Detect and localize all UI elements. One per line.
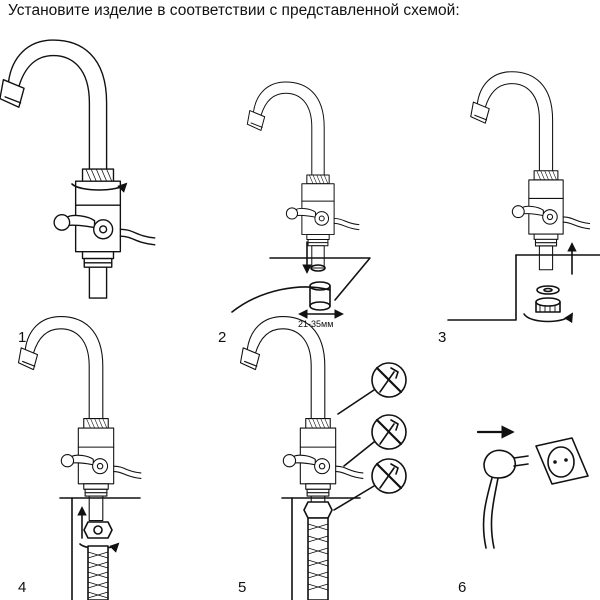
step-5: 5 <box>238 316 407 600</box>
step-6-number: 6 <box>458 579 466 596</box>
plug-icon <box>482 449 529 549</box>
instruction-title: Установите изделие в соответствии с пред… <box>8 2 460 19</box>
step-1: 1 <box>0 39 156 346</box>
step-5-number: 5 <box>238 579 246 596</box>
no-wrench-icon <box>371 458 407 494</box>
step-1-number: 1 <box>18 329 26 346</box>
step-2: 21-35мм 2 <box>218 81 371 346</box>
step-6: 6 <box>458 425 589 596</box>
step-3-number: 3 <box>438 329 446 346</box>
step-3: 3 <box>438 71 600 346</box>
socket-icon <box>535 437 589 485</box>
step-4-number: 4 <box>18 579 26 596</box>
step-2-number: 2 <box>218 329 226 346</box>
no-wrench-icon <box>371 414 407 450</box>
hole-diameter-label: 21-35мм <box>298 319 333 329</box>
step-4: 4 <box>17 316 142 600</box>
no-wrench-icon <box>371 362 407 398</box>
